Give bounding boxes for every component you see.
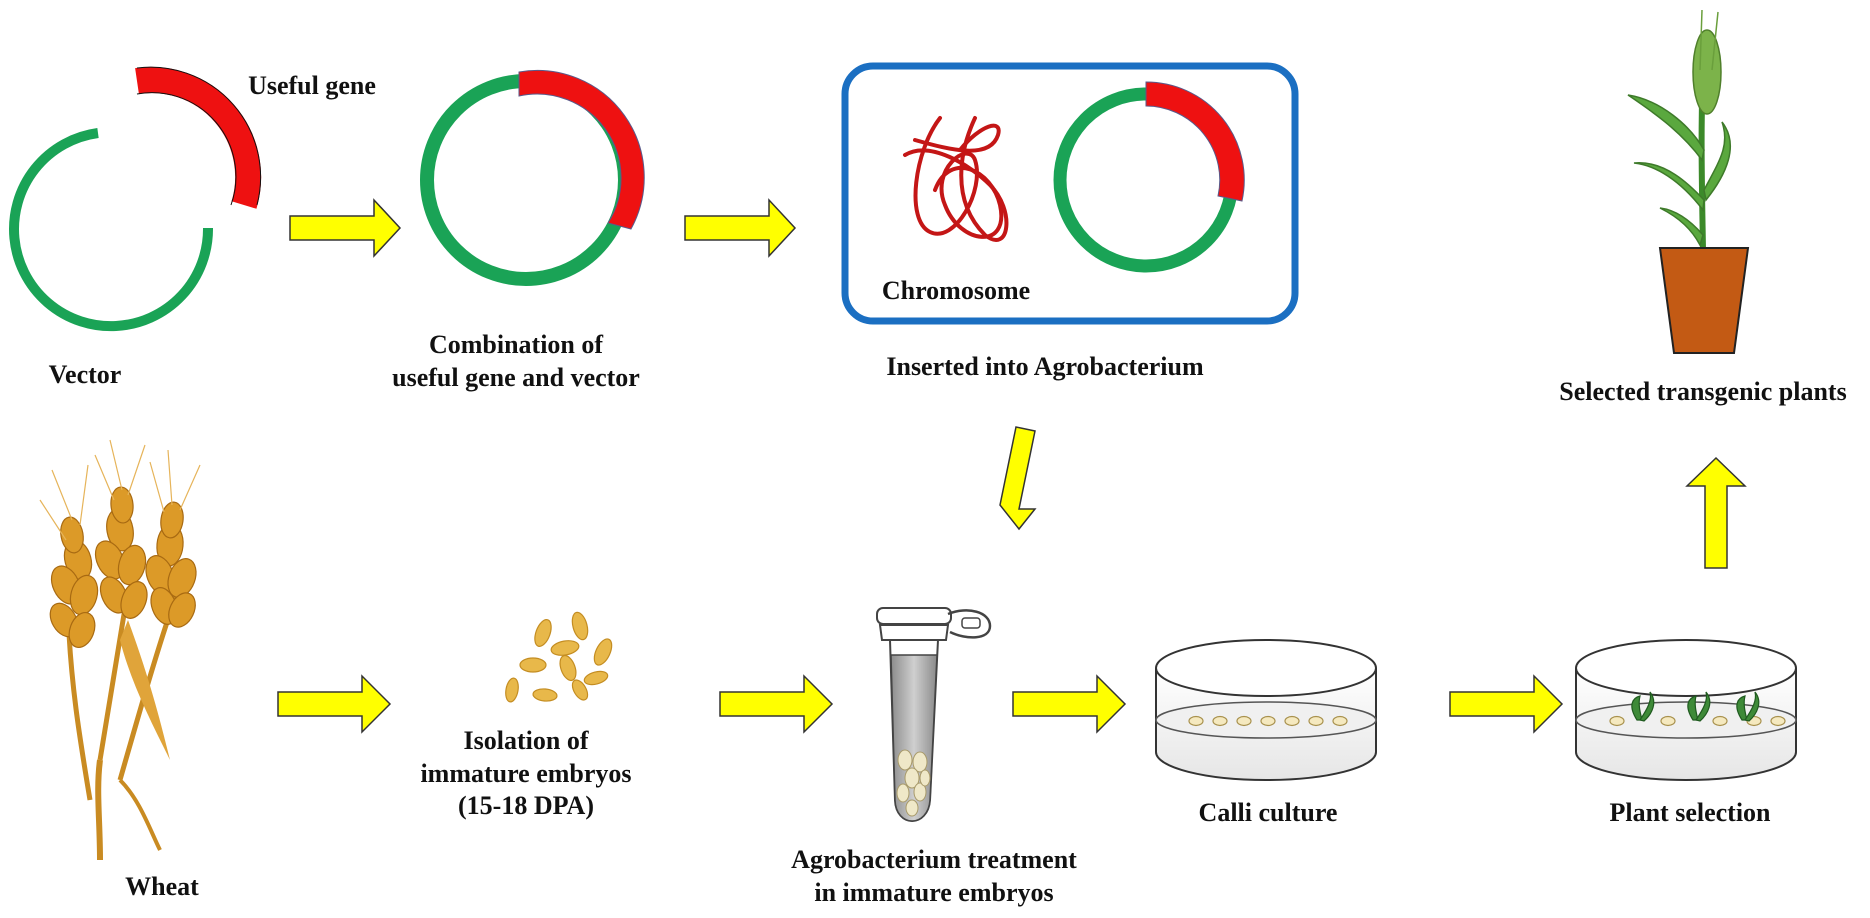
calli-culture-label: Calli culture bbox=[1198, 798, 1338, 827]
selected-plants-label: Selected transgenic plants bbox=[1559, 377, 1847, 406]
arrow-culture-to-selection bbox=[1449, 674, 1564, 734]
chromosome-label: Chromosome bbox=[881, 276, 1031, 305]
arrow-wheat-to-isolation bbox=[277, 674, 392, 734]
treatment-label-line-1: Agrobacterium treatment bbox=[791, 845, 1077, 874]
arrow-vector-to-combination bbox=[289, 198, 402, 258]
combination-label-line-2: useful gene and vector bbox=[392, 362, 640, 392]
petri-dish-selection bbox=[1575, 639, 1797, 781]
microcentrifuge-tube-icon bbox=[876, 607, 992, 822]
inserted-label: Inserted into Agrobacterium bbox=[886, 352, 1204, 381]
isolation-label-line-3: (15-18 DPA) bbox=[458, 791, 594, 820]
arrow-isolation-to-treatment bbox=[719, 674, 834, 734]
useful-gene-label: Useful gene bbox=[248, 71, 376, 100]
petri-dish-calli bbox=[1155, 639, 1377, 781]
embryos-icon bbox=[505, 611, 613, 703]
transgenic-plant-icon bbox=[1627, 9, 1750, 354]
arrow-treatment-to-culture bbox=[1012, 674, 1127, 734]
agrobacterium-plasmid bbox=[1053, 81, 1245, 273]
flower-pot bbox=[1658, 247, 1750, 354]
arrow-agrobacterium-to-treatment bbox=[999, 426, 1037, 531]
vector-label: Vector bbox=[48, 360, 122, 389]
isolation-label-line-2: immature embryos bbox=[420, 758, 632, 788]
useful-gene-segment bbox=[135, 66, 262, 209]
combined-plasmid bbox=[420, 69, 645, 286]
process-arrows bbox=[277, 198, 1747, 734]
arrow-combination-to-agrobacterium bbox=[684, 198, 797, 258]
treatment-label-line-2: in immature embryos bbox=[814, 877, 1054, 907]
chromosome-icon bbox=[903, 116, 1009, 242]
isolation-label-line-1: Isolation of bbox=[463, 726, 589, 755]
isolation-label: Isolation of immature embryos (15-18 DPA… bbox=[420, 725, 631, 823]
arrow-selection-to-transgenic bbox=[1685, 456, 1747, 569]
plant-selection-label: Plant selection bbox=[1609, 798, 1771, 827]
vector-plasmid bbox=[9, 66, 262, 332]
wheat-label: Wheat bbox=[125, 872, 199, 901]
treatment-label: Agrobacterium treatment in immature embr… bbox=[791, 844, 1077, 909]
combination-label-line-1: Combination of bbox=[428, 330, 604, 359]
wheat-icon bbox=[39, 439, 201, 861]
combination-label: Combination of useful gene and vector bbox=[392, 329, 640, 394]
